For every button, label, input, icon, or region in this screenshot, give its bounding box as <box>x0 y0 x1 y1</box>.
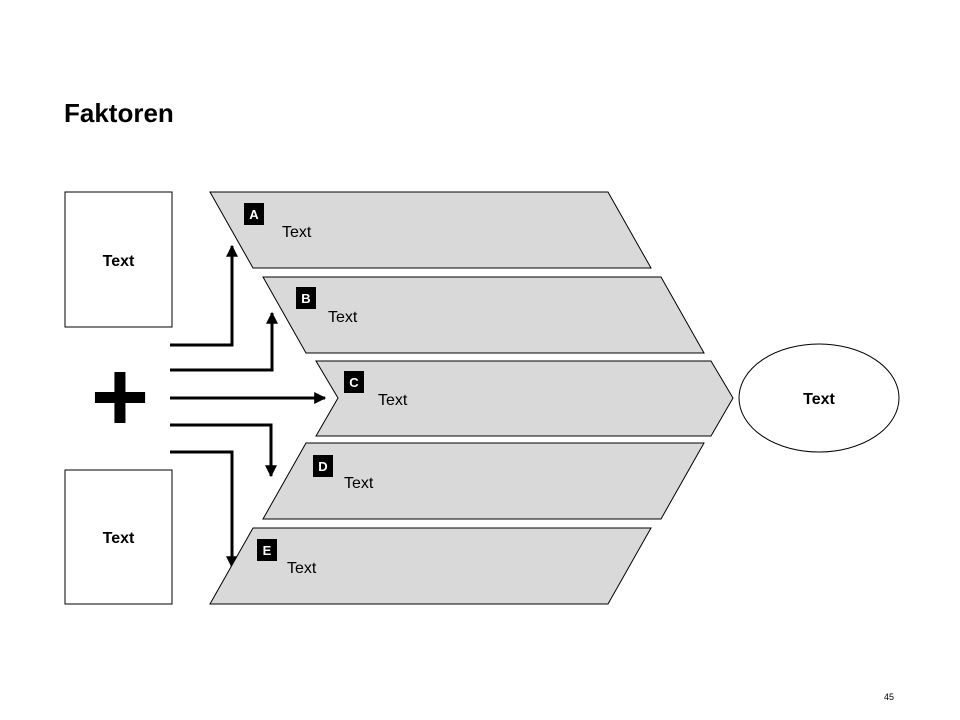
input-box-bottom-label: Text <box>103 530 135 547</box>
factor-letter-c: C <box>349 375 359 390</box>
factor-label-b: Text <box>328 309 358 326</box>
factor-letter-d: D <box>318 459 327 474</box>
factor-badge-c <box>344 371 364 393</box>
factor-badge-d <box>313 455 333 477</box>
factor-label-c: Text <box>378 392 408 409</box>
factor-letter-e: E <box>263 543 272 558</box>
factor-band-b: B Text <box>262 276 705 354</box>
factor-label-a: Text <box>282 224 312 241</box>
factor-badge-a <box>244 203 264 225</box>
factor-letter-b: B <box>301 291 310 306</box>
result-ellipse: Text <box>738 343 900 453</box>
plus-operator: + <box>91 341 149 453</box>
factor-band-a: A Text <box>209 191 652 269</box>
factor-band-c: C Text <box>315 360 734 437</box>
factor-band-d: D Text <box>262 442 705 520</box>
result-label: Text <box>803 391 835 408</box>
arrow-to-a <box>170 244 238 347</box>
arrow-to-e <box>170 450 238 569</box>
connector-arrows <box>170 244 327 569</box>
factor-badge-b <box>296 287 316 309</box>
input-box-top: Text <box>64 191 173 328</box>
arrow-to-d <box>170 423 277 478</box>
input-box-top-label: Text <box>103 253 135 270</box>
factor-letter-a: A <box>249 207 259 222</box>
input-box-bottom: Text <box>64 469 173 605</box>
page-title: Faktoren <box>64 98 174 128</box>
page-number: 45 <box>884 692 895 702</box>
factor-badge-e <box>257 539 277 561</box>
arrow-to-b <box>170 311 278 372</box>
factor-label-e: Text <box>287 560 317 577</box>
factor-label-d: Text <box>344 475 374 492</box>
factor-band-e: E Text <box>209 527 652 605</box>
